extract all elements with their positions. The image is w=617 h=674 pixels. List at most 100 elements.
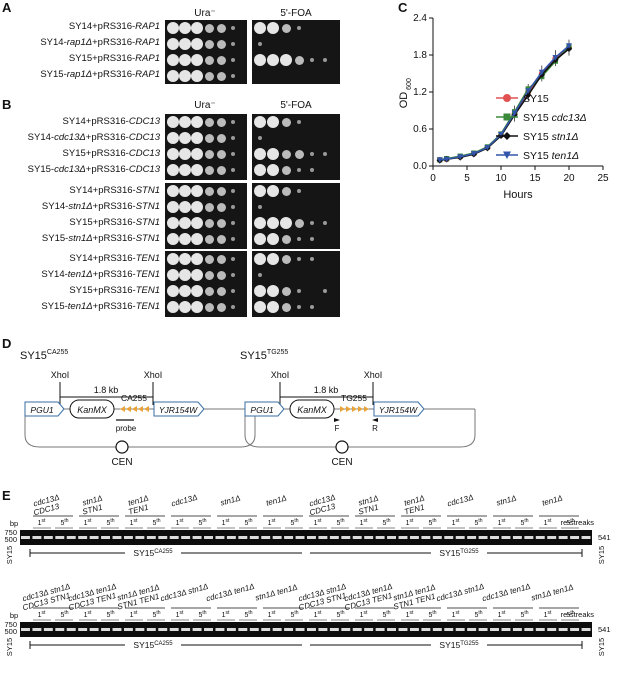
gel-band bbox=[329, 536, 339, 539]
colony-spot bbox=[167, 253, 179, 265]
colony-spot bbox=[216, 55, 226, 65]
colony-spot bbox=[216, 286, 226, 296]
gel-band bbox=[444, 536, 454, 539]
panel-b-ura-header: Ura⁻ bbox=[194, 100, 216, 111]
colony-spot bbox=[254, 217, 266, 229]
colony-spot bbox=[167, 285, 179, 297]
colony-spot bbox=[231, 42, 235, 46]
genotype-label: cdc13Δ stn1Δ bbox=[159, 582, 209, 603]
gel-band bbox=[409, 536, 419, 539]
primer-r-label: R bbox=[372, 424, 378, 433]
colony-spot bbox=[167, 185, 179, 197]
gel-band bbox=[238, 536, 248, 539]
colony-spot bbox=[179, 116, 191, 128]
streak-1-label: 1st bbox=[130, 518, 138, 527]
y-tick-label: 1.2 bbox=[413, 87, 427, 98]
kanmx-label: KanMX bbox=[297, 405, 328, 415]
gel-band bbox=[547, 628, 557, 631]
label-bg bbox=[431, 639, 487, 651]
colony-spot bbox=[281, 234, 291, 244]
colony-spot bbox=[310, 168, 315, 172]
streak-1-label: 1st bbox=[176, 610, 184, 619]
colony-spot bbox=[204, 39, 214, 49]
gel-band bbox=[169, 628, 179, 631]
colony-spot bbox=[267, 116, 280, 128]
colony-spot bbox=[191, 217, 203, 229]
colony-spot bbox=[216, 23, 226, 33]
sy15-tg255-label: SY15TG255 bbox=[439, 640, 479, 650]
streak-5-label: 5th bbox=[382, 518, 390, 527]
gel-band bbox=[467, 536, 477, 539]
plasmid-title: SY15CA255 bbox=[20, 349, 68, 362]
sy15-control-label: SY15 bbox=[597, 546, 606, 564]
colony-spot bbox=[216, 165, 226, 175]
streak-1-label: 1st bbox=[38, 610, 46, 619]
xhoi-label: XhoI bbox=[144, 370, 163, 380]
colony-spot bbox=[204, 117, 214, 127]
legend-marker bbox=[503, 94, 511, 102]
gel-band bbox=[501, 536, 511, 539]
gel-band bbox=[238, 628, 248, 631]
panel-b-foa-header: 5'-FOA bbox=[280, 100, 312, 111]
size-label: 1.8 kb bbox=[94, 385, 119, 395]
genotype-label: cdc13Δ ten1Δ bbox=[205, 582, 255, 604]
genotype-label: stn1Δ bbox=[495, 494, 517, 508]
colony-spot bbox=[179, 70, 191, 82]
streak-1-label: 1st bbox=[360, 610, 368, 619]
colony-spot bbox=[231, 120, 235, 124]
colony-spot bbox=[216, 117, 226, 127]
gel-band bbox=[261, 536, 271, 539]
gel-band bbox=[547, 536, 557, 539]
colony-spot bbox=[167, 201, 179, 213]
gel-band bbox=[78, 628, 88, 631]
gel-band bbox=[467, 628, 477, 631]
colony-spot bbox=[310, 237, 315, 241]
cen-label: CEN bbox=[331, 457, 352, 468]
gel-band bbox=[432, 628, 442, 631]
colony-spot bbox=[191, 70, 203, 82]
panel-label-e: E bbox=[2, 488, 11, 503]
sy15-control-label: SY15 bbox=[5, 638, 14, 656]
gel-band bbox=[352, 628, 362, 631]
streak-5-label: 5th bbox=[474, 610, 482, 619]
colony-spot bbox=[254, 253, 266, 265]
colony-spot bbox=[254, 148, 266, 160]
panel-label-b: B bbox=[2, 97, 12, 112]
x-tick-label: 15 bbox=[529, 173, 541, 184]
gel-band bbox=[78, 536, 88, 539]
streak-5-label: 5th bbox=[474, 518, 482, 527]
streak-5-label: 5th bbox=[198, 518, 206, 527]
streak-5-label: 5th bbox=[520, 610, 528, 619]
genotype-label: ten1Δ bbox=[541, 494, 564, 508]
streak-5-label: 5th bbox=[566, 610, 574, 619]
streak-5-label: 5th bbox=[198, 610, 206, 619]
streak-5-label: 5th bbox=[336, 610, 344, 619]
panel-b-row-label: SY14+pRS316-STN1 bbox=[69, 185, 160, 196]
x-tick-label: 0 bbox=[430, 173, 436, 184]
panel-a-row-label: SY15-rap1Δ+pRS316-RAP1 bbox=[40, 69, 160, 80]
gel-band bbox=[295, 628, 305, 631]
colony-spot bbox=[254, 185, 266, 197]
panel-label-a: A bbox=[2, 0, 12, 15]
gel-band bbox=[215, 628, 225, 631]
colony-spot bbox=[231, 205, 235, 209]
colony-spot bbox=[323, 289, 328, 293]
gel-band bbox=[501, 628, 511, 631]
colony-spot bbox=[281, 302, 291, 312]
streak-5-label: 5th bbox=[566, 518, 574, 527]
gel-band bbox=[55, 536, 65, 539]
streak-5-label: 5th bbox=[152, 610, 160, 619]
kanmx-cassette bbox=[69, 399, 115, 419]
colony-spot bbox=[297, 305, 302, 309]
colony-spot bbox=[231, 305, 235, 309]
xhoi-label: XhoI bbox=[364, 370, 383, 380]
cen-circle bbox=[115, 440, 129, 454]
colony-spot bbox=[179, 38, 191, 50]
colony-spot bbox=[204, 23, 214, 33]
streak-1-label: 1st bbox=[314, 518, 322, 527]
genotype-label: stn1Δ bbox=[219, 494, 241, 508]
colony-spot bbox=[267, 233, 280, 245]
streak-1-label: 1st bbox=[498, 610, 506, 619]
